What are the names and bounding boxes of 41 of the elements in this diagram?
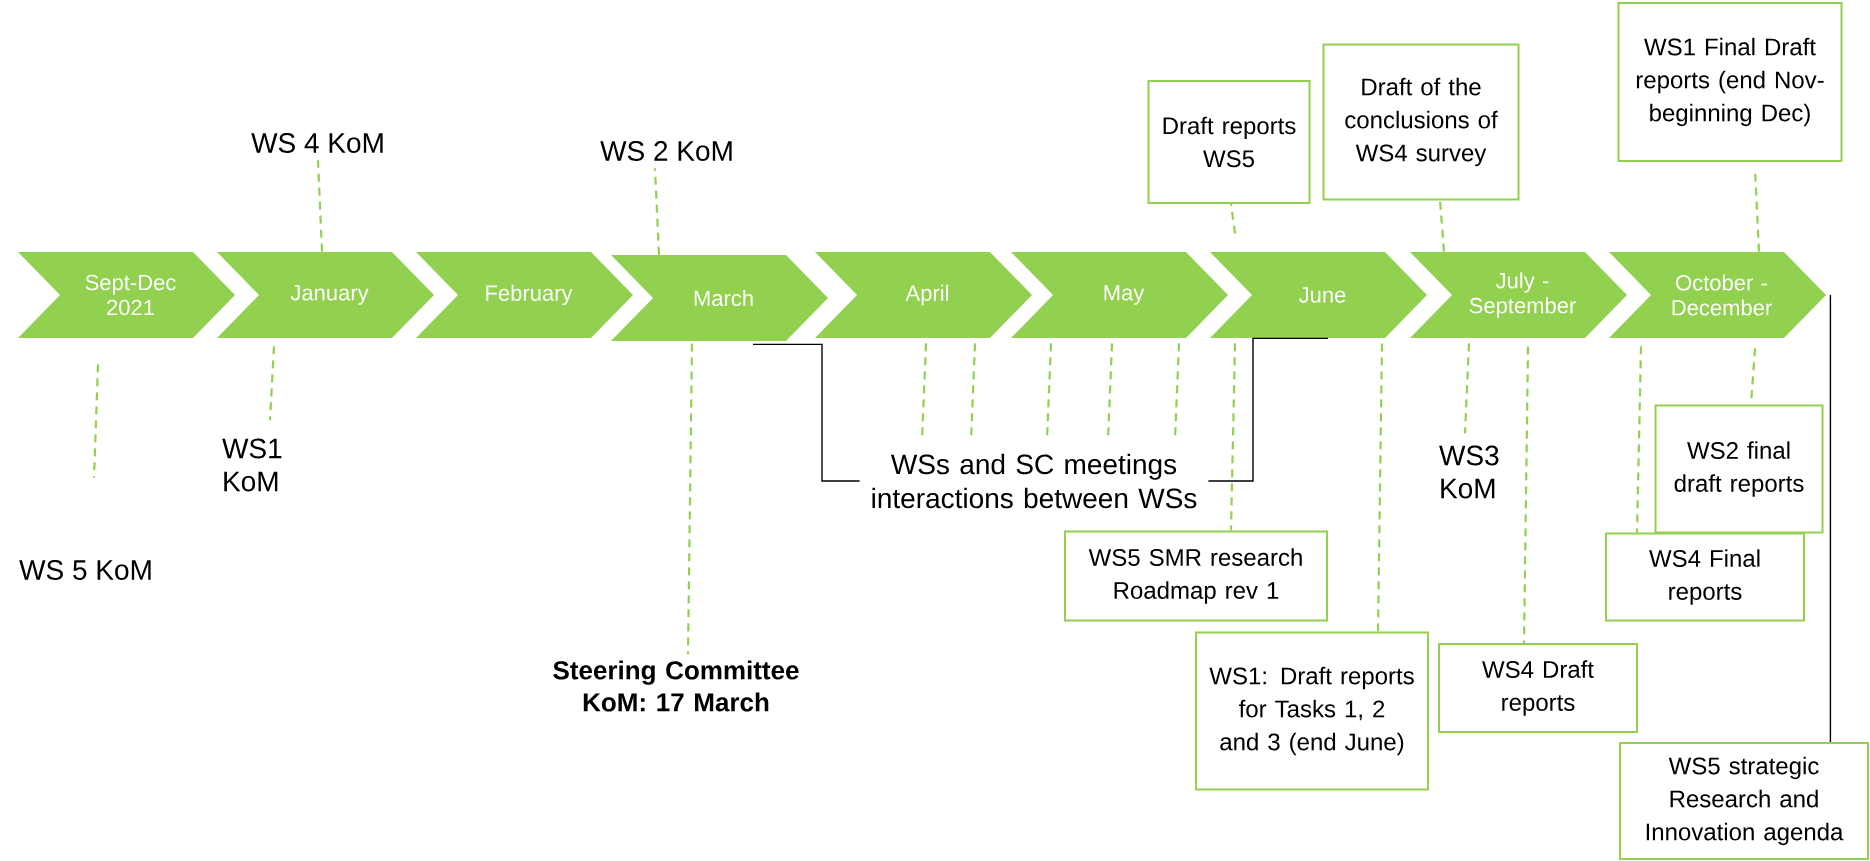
milestone-label: WS3 KoM xyxy=(1439,445,1499,499)
leader-line xyxy=(1635,346,1643,533)
milestone-label: WS1 KoM xyxy=(222,438,282,492)
milestone-box: Draft of the conclusions of WS4 survey xyxy=(1322,43,1520,201)
leader-line xyxy=(316,160,324,252)
leader-line xyxy=(1829,294,1832,743)
milestone-box: WS4 Draft reports xyxy=(1438,643,1638,733)
timeline-segment: June xyxy=(1210,252,1427,338)
leader-line xyxy=(1438,200,1446,252)
leader-line xyxy=(268,346,276,421)
timeline-segment: February xyxy=(416,252,633,338)
milestone-label: WS 4 KoM xyxy=(251,133,383,153)
milestone-box: WS5 SMR research Roadmap rev 1 xyxy=(1064,530,1328,622)
leader-line xyxy=(653,168,661,255)
milestone-label: WS 2 KoM xyxy=(600,141,732,161)
milestone-box: Draft reports WS5 xyxy=(1147,80,1311,204)
leader-line xyxy=(1229,203,1237,234)
meeting-label: WSs and SC meetings interactions between WSs xyxy=(872,453,1197,509)
milestone-label: WS 5 KoM xyxy=(19,560,151,580)
leader-line xyxy=(1376,343,1384,632)
milestone-box: WS1: Draft reports for Tasks 1, 2 and 3 (end June) xyxy=(1195,631,1429,791)
timeline-segment: May xyxy=(1011,252,1228,338)
leader-line xyxy=(1207,337,1329,482)
timeline-segment: October - December xyxy=(1609,252,1826,338)
milestone-label: Steering Committee KoM: 17 March xyxy=(553,660,799,712)
timeline-segment: April xyxy=(815,252,1032,338)
timeline-segment: January xyxy=(217,252,434,338)
leader-line xyxy=(1522,346,1530,643)
milestone-box: WS1 Final Draft reports (end Nov-beginning Dec) xyxy=(1617,2,1843,162)
timeline-segment: Sept-Dec 2021 xyxy=(18,252,235,338)
milestone-box: WS5 strategic Research and Innovation agenda xyxy=(1619,742,1869,860)
milestone-box: WS2 final draft reports xyxy=(1654,404,1824,534)
leader-line xyxy=(752,343,861,482)
leader-line xyxy=(1229,343,1237,531)
timeline-segment: March xyxy=(611,255,828,341)
milestone-box: WS4 Final reports xyxy=(1605,532,1805,622)
leader-line xyxy=(1749,348,1757,405)
leader-line xyxy=(92,364,100,478)
leader-line xyxy=(686,343,694,655)
leader-line xyxy=(1463,343,1471,434)
timeline-segment: July - September xyxy=(1410,252,1627,338)
